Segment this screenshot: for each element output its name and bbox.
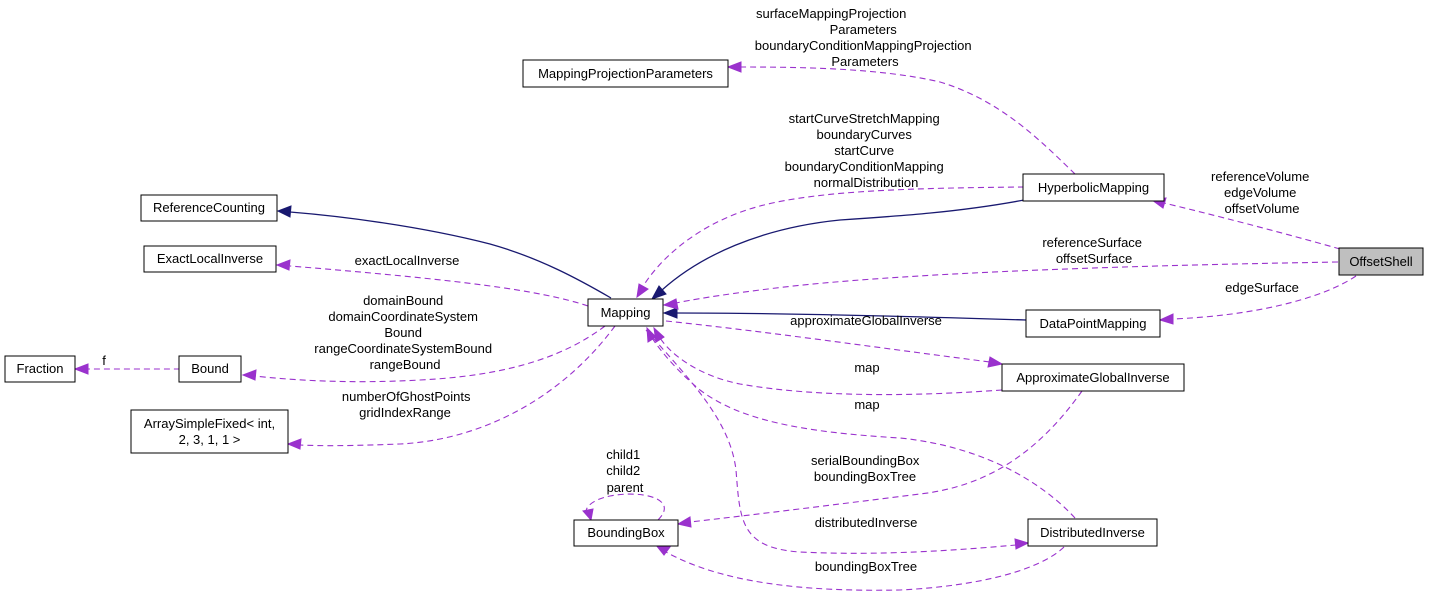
node-label-line1: ArraySimpleFixed< int, <box>144 416 275 431</box>
node-exact-local-inverse[interactable]: ExactLocalInverse <box>143 245 277 273</box>
arrowhead-referencecounting <box>276 205 292 218</box>
node-label-line2: 2, 3, 1, 1 > <box>179 432 241 447</box>
edge-label-offset-to-dpm: edgeSurface <box>1225 280 1299 295</box>
node-bound[interactable]: Bound <box>178 355 242 383</box>
edge-label-di-to-bbox: boundingBoxTree <box>815 559 917 574</box>
node-mapping[interactable]: Mapping <box>587 298 664 327</box>
edge-label-mapping-to-bound: domainBound domainCoordinateSystem Bound… <box>314 293 495 372</box>
edge-mapping-uses-bound <box>254 325 606 383</box>
arrowhead-bound <box>241 369 257 381</box>
arrowhead-datapoint <box>1158 313 1174 325</box>
node-label: DistributedInverse <box>1040 525 1145 540</box>
edge-label-hyp-to-mpp: surfaceMappingProjection Parameters boun… <box>755 6 975 69</box>
edge-offsetshell-uses-hyperbolic <box>1163 202 1341 250</box>
edge-label-agi-map: map <box>854 360 879 375</box>
edge-mapping-inherits-referencecounting <box>289 211 612 299</box>
node-hyperbolic-mapping[interactable]: HyperbolicMapping <box>1022 173 1165 202</box>
edge-label-distributed-inverse: distributedInverse <box>815 515 918 530</box>
edge-label-di-map: map <box>854 397 879 412</box>
edge-datapoint-inherits-mapping <box>674 312 1027 321</box>
edge-offsetshell-uses-datapoint <box>1171 275 1357 320</box>
arrowhead-boundingbox-from-agi <box>676 516 692 528</box>
edge-offsetshell-uses-mapping <box>675 261 1339 304</box>
arrowhead-mapping-from-offset <box>662 298 679 310</box>
node-offset-shell[interactable]: OffsetShell <box>1338 247 1424 276</box>
edge-label-bound-to-fraction: f <box>102 353 106 368</box>
arrowhead-agi <box>987 356 1004 368</box>
arrowhead-mapping-from-datapoint <box>662 307 678 319</box>
node-label: ReferenceCounting <box>153 200 265 215</box>
node-label: ExactLocalInverse <box>157 251 263 266</box>
node-distributed-inverse[interactable]: DistributedInverse <box>1027 518 1158 547</box>
node-label: MappingProjectionParameters <box>538 66 713 81</box>
arrowhead-mapping-from-di <box>646 326 657 343</box>
edge-mapping-uses-exactlocalinverse <box>289 265 589 307</box>
edge-label-offset-to-hyp: referenceVolume edgeVolume offsetVolume <box>1211 169 1313 216</box>
edge-label-agi-to-bbox: serialBoundingBox boundingBoxTree <box>811 453 923 484</box>
node-fraction[interactable]: Fraction <box>4 355 76 383</box>
arrowhead-di <box>1014 538 1030 550</box>
edge-di-uses-mapping <box>651 337 1076 519</box>
edge-label-offset-to-mapping: referenceSurface offsetSurface <box>1042 235 1145 266</box>
arrowhead-arraysimplefixed <box>286 438 302 450</box>
edge-label-mapping-to-array: numberOfGhostPoints gridIndexRange <box>342 389 474 420</box>
node-label: Bound <box>191 361 229 376</box>
edge-hyperbolic-inherits-mapping <box>661 199 1025 291</box>
edge-boundingbox-self <box>585 493 665 521</box>
node-label: HyperbolicMapping <box>1038 180 1149 195</box>
node-label: DataPointMapping <box>1040 316 1147 331</box>
arrowhead-mpp <box>726 61 742 73</box>
node-label: Mapping <box>601 305 651 320</box>
node-reference-counting[interactable]: ReferenceCounting <box>140 194 278 222</box>
edge-hyperbolic-uses-mapping <box>641 186 1025 289</box>
node-label: OffsetShell <box>1349 254 1412 269</box>
edge-label-exact-local-inverse: exactLocalInverse <box>355 253 460 268</box>
node-array-simple-fixed[interactable]: ArraySimpleFixed< int, 2, 3, 1, 1 > <box>130 409 289 454</box>
edge-hyperbolic-uses-mpp <box>739 66 1076 175</box>
node-label: ApproximateGlobalInverse <box>1016 370 1169 385</box>
arrowhead-exactlocalinverse <box>275 259 291 271</box>
edge-label-hyp-to-mapping: startCurveStretchMapping boundaryCurves … <box>785 111 948 190</box>
arrowhead-fraction <box>73 363 89 375</box>
edge-di-uses-boundingbox <box>665 546 1065 591</box>
edge-mapping-uses-di <box>645 329 1017 554</box>
node-label: BoundingBox <box>587 525 665 540</box>
node-approximate-global-inverse[interactable]: ApproximateGlobalInverse <box>1001 363 1185 392</box>
arrowhead-boundingbox-self <box>582 508 594 522</box>
edge-agi-uses-mapping <box>659 337 1003 396</box>
arrowhead-mapping-from-hyp-usage <box>636 283 649 299</box>
node-label: Fraction <box>17 361 64 376</box>
node-data-point-mapping[interactable]: DataPointMapping <box>1025 309 1161 338</box>
edge-agi-uses-boundingbox <box>689 390 1083 523</box>
node-bounding-box[interactable]: BoundingBox <box>573 519 679 547</box>
arrowhead-mapping-from-hyperbolic <box>650 285 667 300</box>
edge-label-boundingbox-self: child1 child2 parent <box>606 447 644 495</box>
edge-label-approximate-global-inverse: approximateGlobalInverse <box>790 313 942 328</box>
edge-mapping-uses-agi <box>665 320 991 363</box>
edge-mapping-uses-arraysimplefixed <box>299 325 616 447</box>
node-mapping-projection-parameters[interactable]: MappingProjectionParameters <box>522 59 729 88</box>
arrowhead-mapping-from-agi <box>653 326 665 343</box>
